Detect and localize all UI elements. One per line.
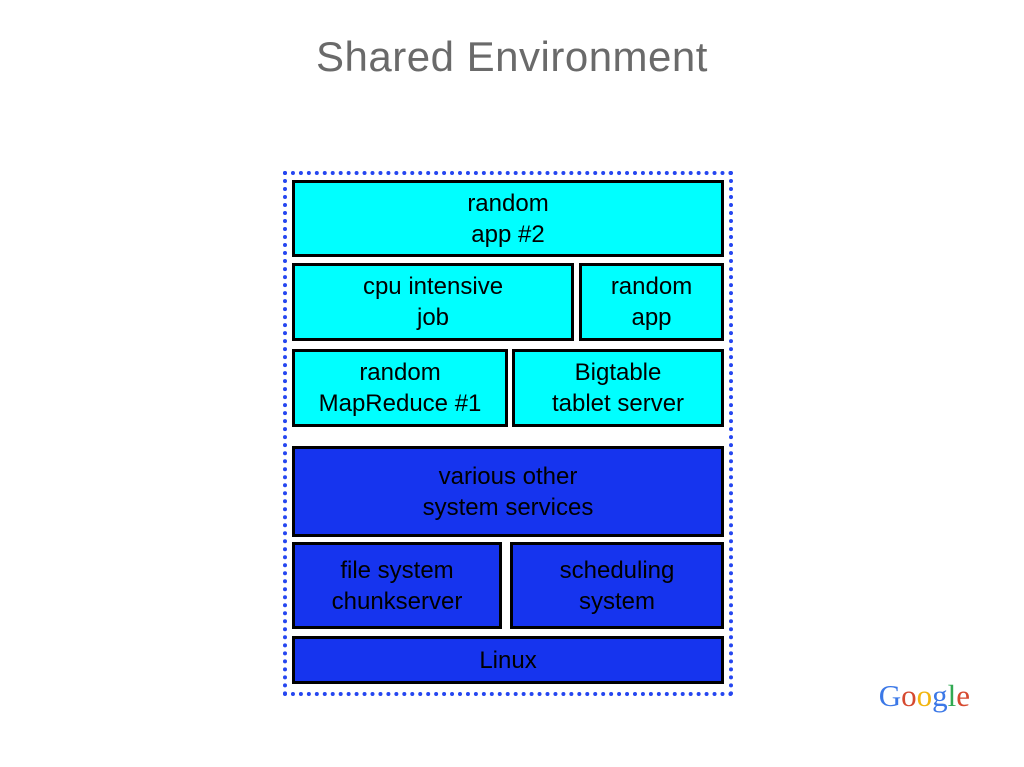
box-text-line: random <box>359 359 441 386</box>
google-logo-letter: l <box>947 678 957 713</box>
google-logo-letter: o <box>916 678 933 713</box>
google-logo-letter: G <box>878 678 902 713</box>
box-text-line: MapReduce #1 <box>318 390 482 417</box>
box-various-system-services: various other system services <box>292 446 724 537</box>
diagram-row-6: Linux <box>292 636 724 684</box>
diagram-row-4: various other system services <box>292 446 724 537</box>
box-text-line: Bigtable <box>574 359 662 386</box>
box-text-line: system <box>578 587 655 615</box>
box-text-line: file system <box>340 556 454 584</box>
box-text-line: system services <box>422 493 594 521</box>
diagram-row-5: file system chunkserver scheduling syste… <box>292 542 724 629</box>
box-text-line: app <box>631 304 672 331</box>
box-file-system-chunkserver: file system chunkserver <box>292 542 502 629</box>
google-logo-letter: e <box>956 678 970 713</box>
diagram-row-2: cpu intensive job random app <box>292 263 724 341</box>
box-text-line: tablet server <box>551 390 685 417</box>
google-logo: Google <box>879 678 970 714</box>
box-bigtable-tablet-server: Bigtable tablet server <box>512 349 724 427</box>
box-text-line: random <box>610 273 693 300</box>
google-logo-letter: g <box>932 678 948 713</box>
shared-environment-diagram: random app #2 cpu intensive job random a… <box>283 171 733 696</box>
diagram-row-3: random MapReduce #1 Bigtable tablet serv… <box>292 349 724 427</box>
box-random-app-2: random app #2 <box>292 180 724 257</box>
box-text-line: job <box>416 304 450 331</box>
box-text-line: Linux <box>479 646 537 674</box>
box-random-mapreduce-1: random MapReduce #1 <box>292 349 508 427</box>
box-text-line: scheduling <box>559 556 675 584</box>
box-cpu-intensive-job: cpu intensive job <box>292 263 574 341</box>
box-text-line: app #2 <box>471 220 545 248</box>
box-linux: Linux <box>292 636 724 684</box>
diagram-row-1: random app #2 <box>292 180 724 257</box>
box-text-line: various other <box>438 462 578 490</box>
box-random-app: random app <box>579 263 724 341</box>
slide-title: Shared Environment <box>316 33 708 80</box>
box-scheduling-system: scheduling system <box>510 542 724 629</box>
box-text-line: chunkserver <box>331 587 463 615</box>
google-logo-letter: o <box>901 678 917 713</box>
box-text-line: cpu intensive <box>362 273 504 300</box>
box-text-line: random <box>467 189 549 217</box>
